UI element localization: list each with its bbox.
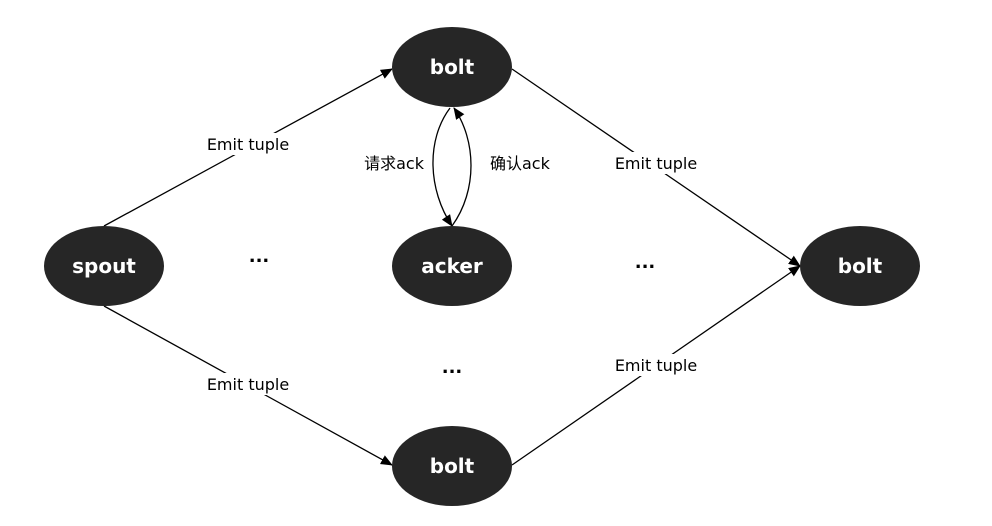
edge-label-bolt-top-to-bolt-right: Emit tuple [615, 154, 697, 173]
edge-label-request-ack: 请求ack [364, 154, 425, 173]
edge-label-spout-to-bolt-bottom: Emit tuple [207, 375, 289, 394]
ellipsis-center: ... [442, 357, 463, 378]
node-acker: acker [392, 226, 512, 306]
edge-request-ack [432, 107, 453, 227]
ellipsis-right: ... [635, 252, 656, 273]
edge-label-confirm-ack: 确认ack [490, 154, 551, 173]
edge-confirm-ack [451, 107, 472, 227]
node-bolt-top: bolt [392, 27, 512, 107]
ellipsis-left: ... [249, 246, 270, 267]
node-label-bolt-top: bolt [430, 55, 475, 79]
node-spout: spout [44, 226, 164, 306]
node-label-bolt-right: bolt [838, 254, 883, 278]
edge-label-bolt-bottom-to-bolt-right: Emit tuple [615, 356, 697, 375]
node-bolt-bottom: bolt [392, 426, 512, 506]
node-label-bolt-bottom: bolt [430, 454, 475, 478]
node-label-acker: acker [421, 254, 483, 278]
node-label-spout: spout [72, 254, 136, 278]
edge-label-spout-to-bolt-top: Emit tuple [207, 135, 289, 154]
node-bolt-right: bolt [800, 226, 920, 306]
